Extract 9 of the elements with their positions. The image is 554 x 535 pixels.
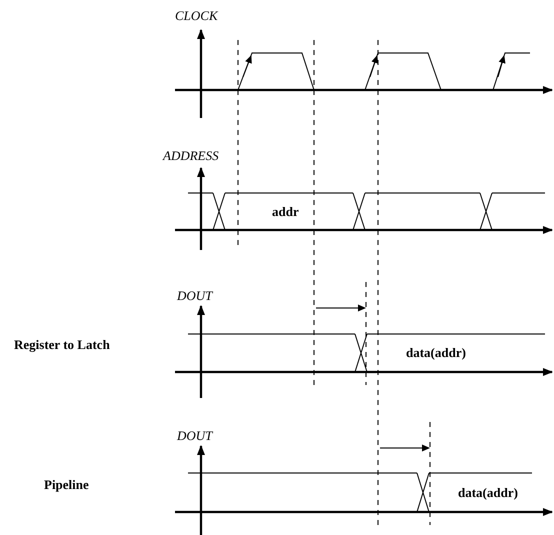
signal-name: DOUT [177, 428, 212, 443]
signal-name: DOUT [177, 288, 212, 303]
row-title: Pipeline [44, 477, 89, 492]
signal-name: CLOCK [175, 8, 218, 23]
bus-value-label: data(addr) [406, 345, 466, 360]
bus-value-label: addr [272, 204, 299, 219]
signal-name: ADDRESS [163, 148, 219, 163]
bus-value-label: data(addr) [458, 485, 518, 500]
row-title: Register to Latch [14, 337, 110, 352]
